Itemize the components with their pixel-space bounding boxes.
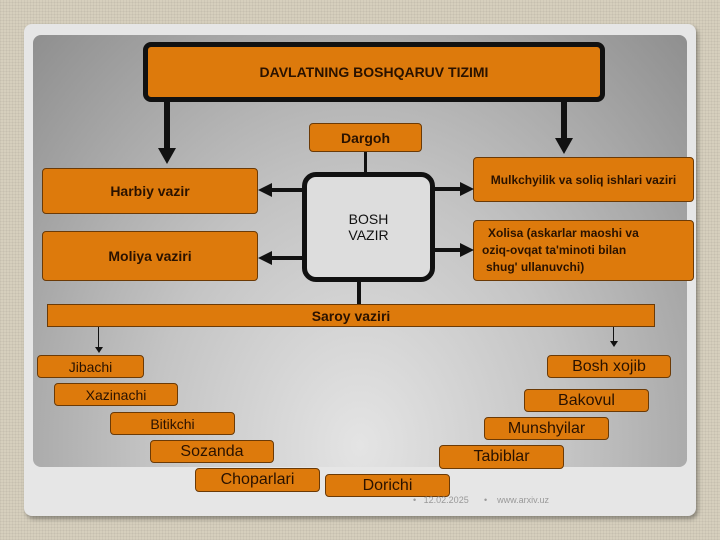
arrow-down-icon [95,347,103,353]
dargoh-box: Dargoh [309,123,422,152]
harbiy-vazir-box: Harbiy vazir [42,168,258,214]
bosh-xojib-box: Bosh xojib [547,355,671,378]
connector [364,152,367,172]
connector [270,256,302,260]
bitikchi-box: Bitikchi [110,412,235,435]
connector [613,327,614,343]
connector [164,102,170,150]
saroy-vaziri-box: Saroy vaziri [47,304,655,327]
arrow-left-icon [258,183,272,197]
bosh-vazir-line1: BOSH [348,211,389,227]
arrow-down-icon [158,148,176,164]
xolisa-line3: shug' ullanuvchi) [486,260,585,274]
choparlari-box: Choparlari [195,468,320,492]
bosh-vazir-box: BOSH VAZIR [302,172,435,282]
tabiblar-box: Tabiblar [439,445,564,469]
connector [357,282,361,304]
arrow-down-icon [555,138,573,154]
connector [270,188,302,192]
arrow-right-icon [460,243,474,257]
moliya-vaziri-box: Moliya vaziri [42,231,258,281]
arrow-left-icon [258,251,272,265]
xazinachi-box: Xazinachi [54,383,178,406]
xolisa-line1: Xolisa (askarlar maoshi va [488,226,639,240]
xolisa-box: Xolisa (askarlar maoshi va oziq-ovqat ta… [473,220,694,281]
bosh-vazir-line2: VAZIR [348,227,389,243]
bakovul-box: Bakovul [524,389,649,412]
munshyilar-box: Munshyilar [484,417,609,440]
footer-site: • www.arxiv.uz [484,495,549,505]
date-text: 12.02.2025 [423,495,469,505]
xolisa-line2: oziq-ovqat ta'minoti bilan [482,243,627,257]
mulkchilik-vaziri-box: Mulkchyilik va soliq ishlari vaziri [473,157,694,202]
connector [98,327,99,349]
title-box: DAVLATNING BOSHQARUV TIZIMI [143,42,605,102]
connector [435,187,462,191]
dorichi-box: Dorichi [325,474,450,497]
sozanda-box: Sozanda [150,440,274,463]
arrow-right-icon [460,182,474,196]
jibachi-box: Jibachi [37,355,144,378]
footer-date: • 12.02.2025 [413,495,469,505]
arrow-down-icon [610,341,618,347]
connector [435,248,462,252]
connector [561,102,567,140]
site-text: www.arxiv.uz [497,495,549,505]
